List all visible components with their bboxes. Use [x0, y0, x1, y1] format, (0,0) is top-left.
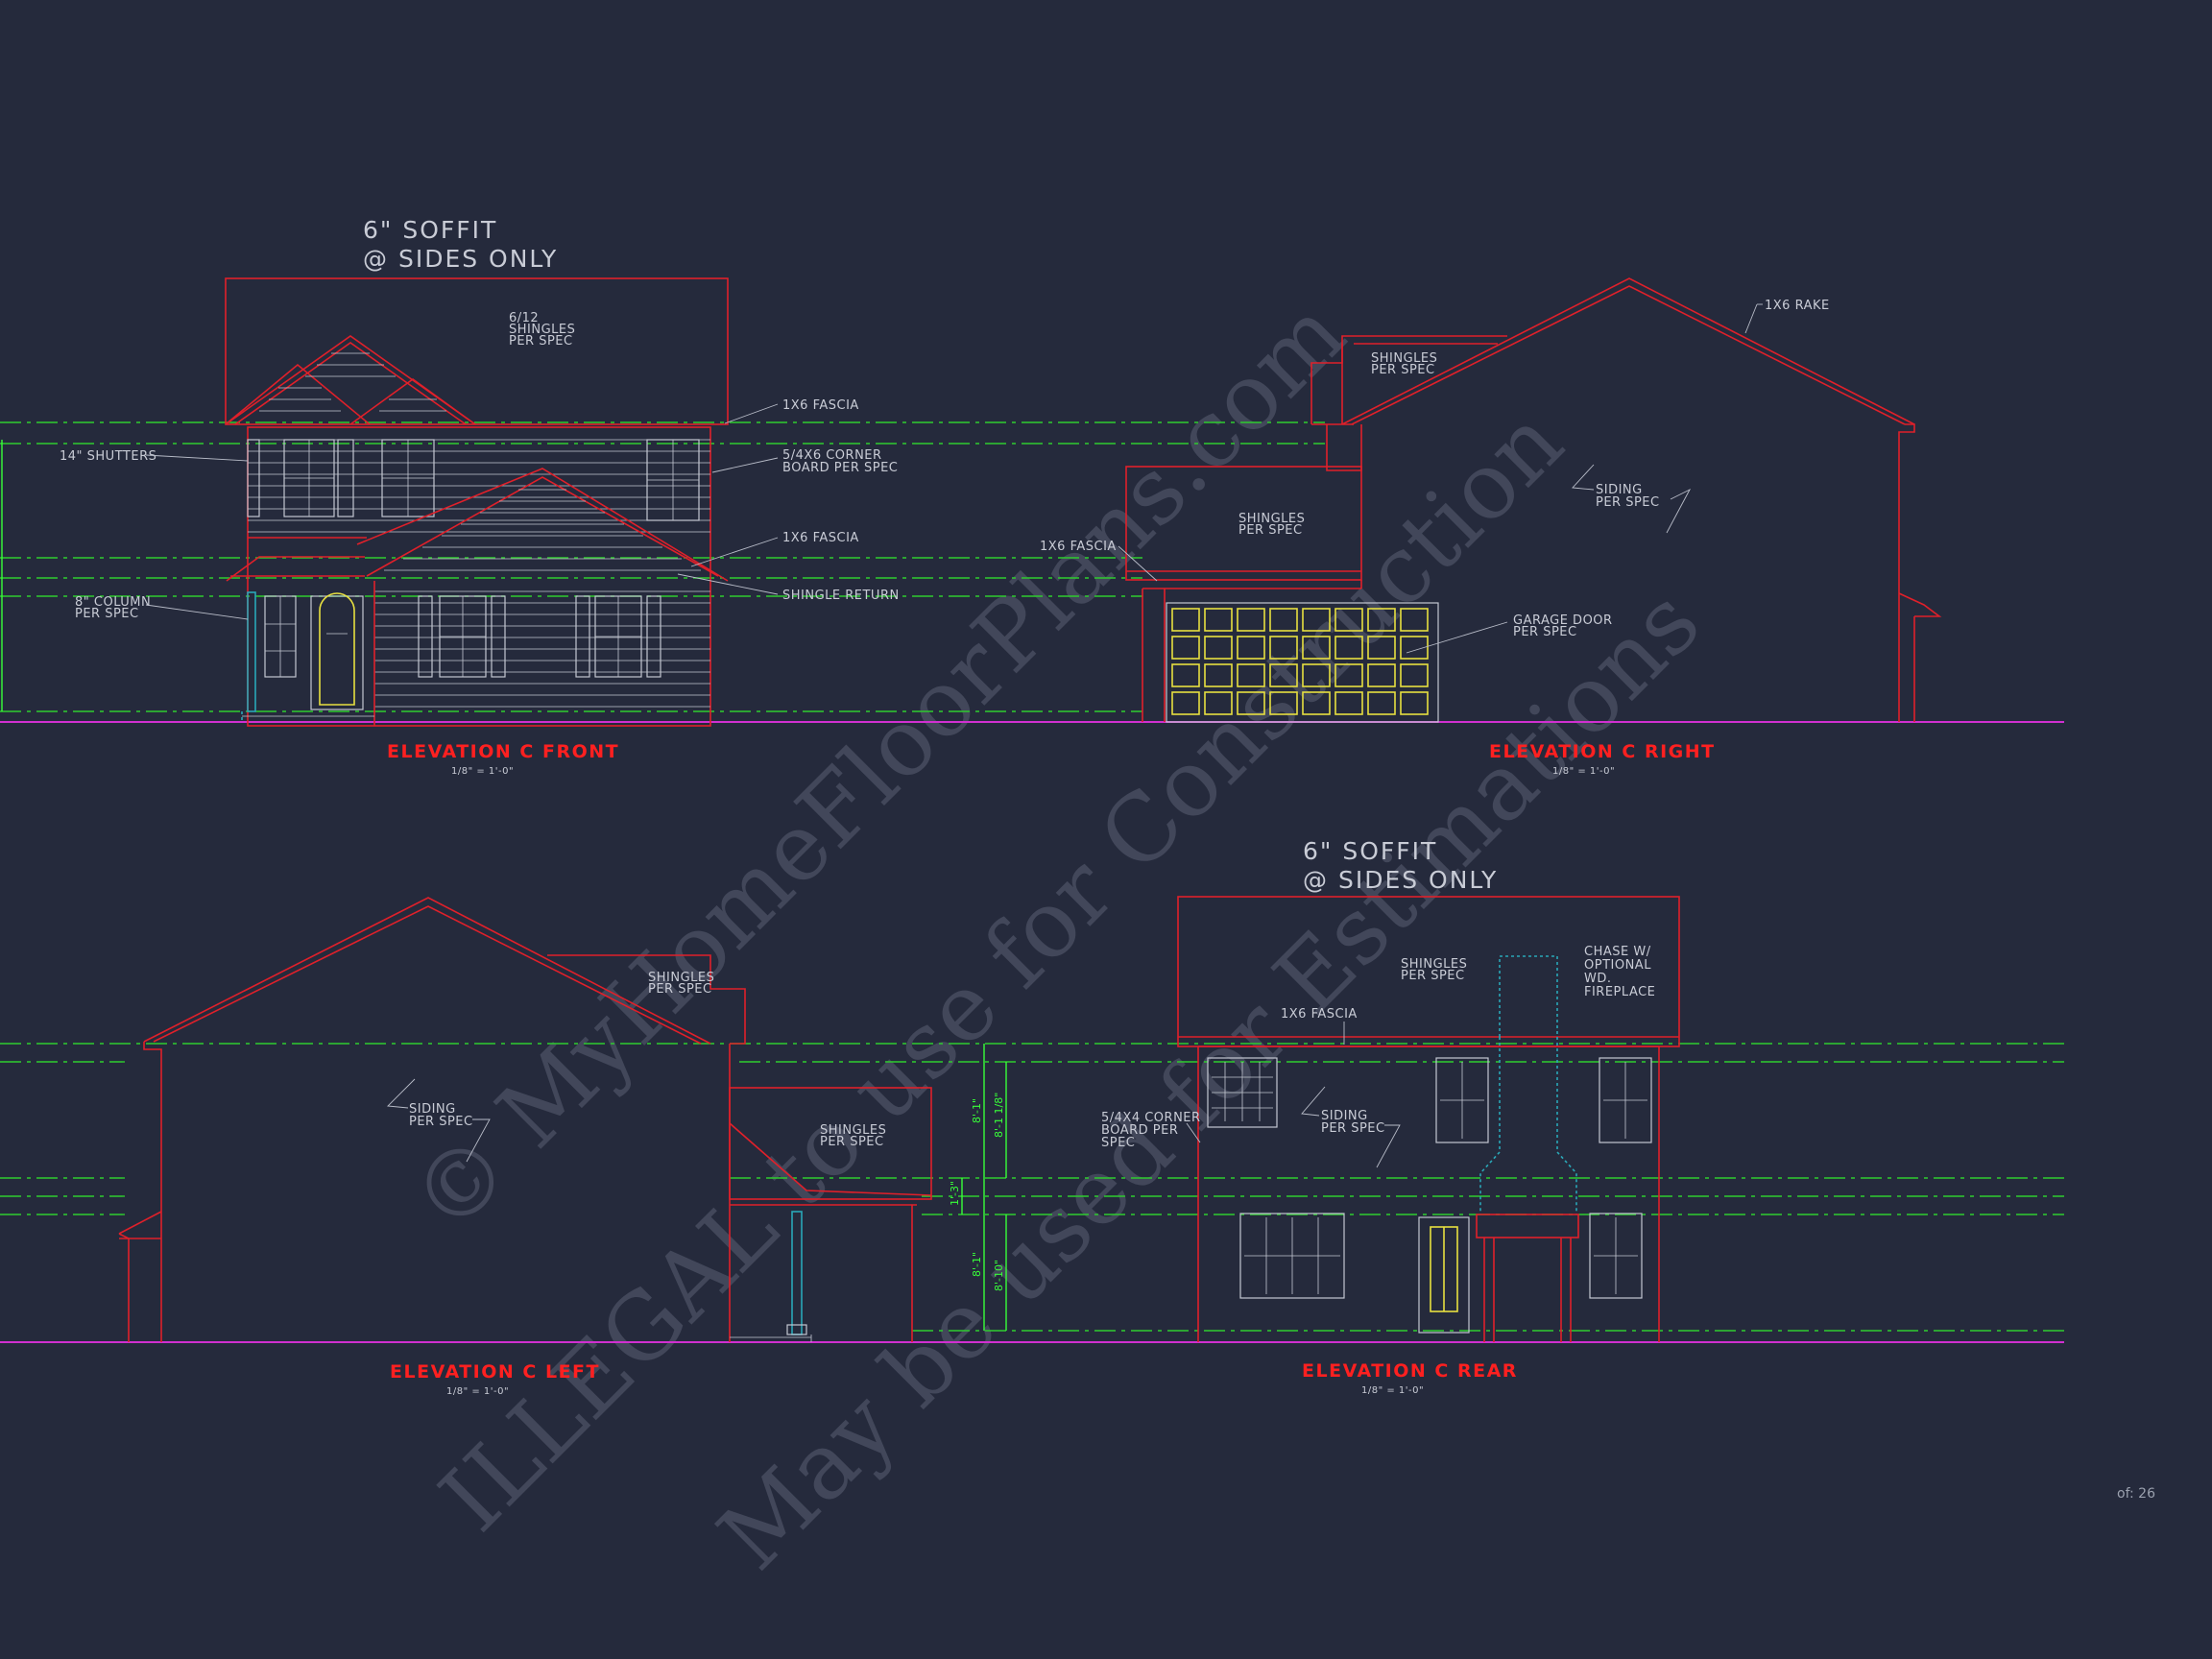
right-elevation-title: ELEVATION C RIGHT — [1489, 741, 1716, 762]
front-soffit-note-1: 6" SOFFIT — [363, 216, 497, 244]
rear-shingles-note-1: SHINGLES — [1401, 957, 1467, 972]
left-porch-shingles-note-1: SHINGLES — [820, 1123, 886, 1138]
left-porch-shingles-note-2: PER SPEC — [820, 1135, 884, 1149]
page-count-label: of: 26 — [2117, 1486, 2155, 1502]
front-soffit-note-2: @ SIDES ONLY — [363, 245, 558, 273]
front-fascia-upper-note: 1X6 FASCIA — [782, 398, 859, 413]
rear-chase-note-1: CHASE W/ — [1584, 945, 1651, 959]
watermark: © MyHomeFloorPlans.com ILLEGAL to use fo… — [391, 279, 1720, 1590]
front-elevation-title: ELEVATION C FRONT — [387, 741, 619, 762]
rear-chase-note-4: FIREPLACE — [1584, 985, 1655, 999]
left-elevation — [118, 897, 932, 1342]
dim-mid: 1'-3" — [949, 1181, 961, 1206]
front-shingles-note-2: PER SPEC — [509, 334, 573, 349]
right-siding-note-1: SIDING — [1596, 483, 1643, 497]
rear-siding-note-1: SIDING — [1321, 1109, 1368, 1123]
garage-door — [1166, 602, 1439, 723]
front-column-note-2: PER SPEC — [75, 607, 139, 621]
right-siding-note-2: PER SPEC — [1596, 495, 1660, 510]
front-elevation-scale: 1/8" = 1'-0" — [451, 766, 514, 777]
front-corner-board-note-1: 5/4X6 CORNER — [782, 448, 882, 463]
right-fascia-note: 1X6 FASCIA — [1040, 540, 1117, 554]
right-garage-door-note-2: PER SPEC — [1513, 625, 1577, 639]
front-shutters-note: 14" SHUTTERS — [60, 449, 156, 464]
left-elevation-scale: 1/8" = 1'-0" — [446, 1386, 509, 1397]
dim-upper-b: 8'-1 1/8" — [993, 1093, 1005, 1138]
front-shingle-return-note: SHINGLE RETURN — [782, 589, 900, 603]
front-shingles-note-1: SHINGLES — [509, 323, 575, 337]
rear-soffit-note-1: 6" SOFFIT — [1303, 837, 1437, 865]
left-siding-note-1: SIDING — [409, 1102, 456, 1117]
dim-upper: 8'-1" — [971, 1098, 983, 1123]
left-siding-note-2: PER SPEC — [409, 1115, 473, 1129]
dim-lower: 8'-1" — [971, 1252, 983, 1277]
front-column-note-1: 8" COLUMN — [75, 595, 151, 610]
right-garage-shingles-note-2: PER SPEC — [1238, 523, 1303, 538]
rear-siding-note-2: PER SPEC — [1321, 1121, 1385, 1136]
rear-elevation — [1177, 896, 1680, 1342]
rear-corner-note-1: 5/4X4 CORNER — [1101, 1111, 1201, 1125]
right-elevation-scale: 1/8" = 1'-0" — [1552, 766, 1615, 777]
dim-lower-b: 8'-10" — [993, 1260, 1005, 1291]
right-rake-note: 1X6 RAKE — [1765, 299, 1830, 313]
front-upper-siding — [248, 439, 710, 533]
right-garage-door-note-1: GARAGE DOOR — [1513, 613, 1613, 628]
right-shingles-note-2: PER SPEC — [1371, 363, 1435, 377]
right-elevation — [1125, 277, 1942, 723]
rear-elevation-scale: 1/8" = 1'-0" — [1361, 1385, 1424, 1396]
front-pitch-note: 6/12 — [509, 311, 539, 325]
left-shingles-note-2: PER SPEC — [648, 982, 712, 997]
left-elevation-title: ELEVATION C LEFT — [390, 1361, 600, 1382]
front-elevation — [225, 277, 729, 727]
level-lines — [0, 421, 2064, 1332]
left-dimensions: 8'-1" 8'-1 1/8" 1'-3" 8'-1" 8'-10" — [949, 1044, 1007, 1331]
rear-corner-note-3: SPEC — [1101, 1136, 1135, 1150]
rear-chase-note-3: WD. — [1584, 972, 1612, 986]
right-notes: 1X6 RAKE SHINGLES PER SPEC SIDING PER SP… — [1040, 299, 1830, 777]
rear-shingles-note-2: PER SPEC — [1401, 969, 1465, 983]
front-lower-siding — [374, 590, 710, 708]
right-shingles-note-1: SHINGLES — [1371, 351, 1437, 366]
rear-chase-note-2: OPTIONAL — [1584, 958, 1651, 973]
front-corner-board-note-2: BOARD PER SPEC — [782, 461, 898, 475]
rear-windows — [1207, 1057, 1652, 1334]
left-shingles-note-1: SHINGLES — [648, 971, 714, 985]
right-garage-shingles-note-1: SHINGLES — [1238, 512, 1305, 526]
front-notes: 6" SOFFIT @ SIDES ONLY 6/12 SHINGLES PER… — [60, 216, 900, 777]
rear-fascia-note: 1X6 FASCIA — [1281, 1007, 1358, 1022]
rear-notes: 6" SOFFIT @ SIDES ONLY SHINGLES PER SPEC… — [1101, 837, 1655, 1396]
rear-corner-note-2: BOARD PER — [1101, 1123, 1178, 1138]
rear-elevation-title: ELEVATION C REAR — [1302, 1360, 1518, 1382]
rear-soffit-note-2: @ SIDES ONLY — [1303, 866, 1498, 894]
front-fascia-lower-note: 1X6 FASCIA — [782, 531, 859, 545]
left-notes: SHINGLES PER SPEC SIDING PER SPEC SHINGL… — [387, 971, 886, 1397]
